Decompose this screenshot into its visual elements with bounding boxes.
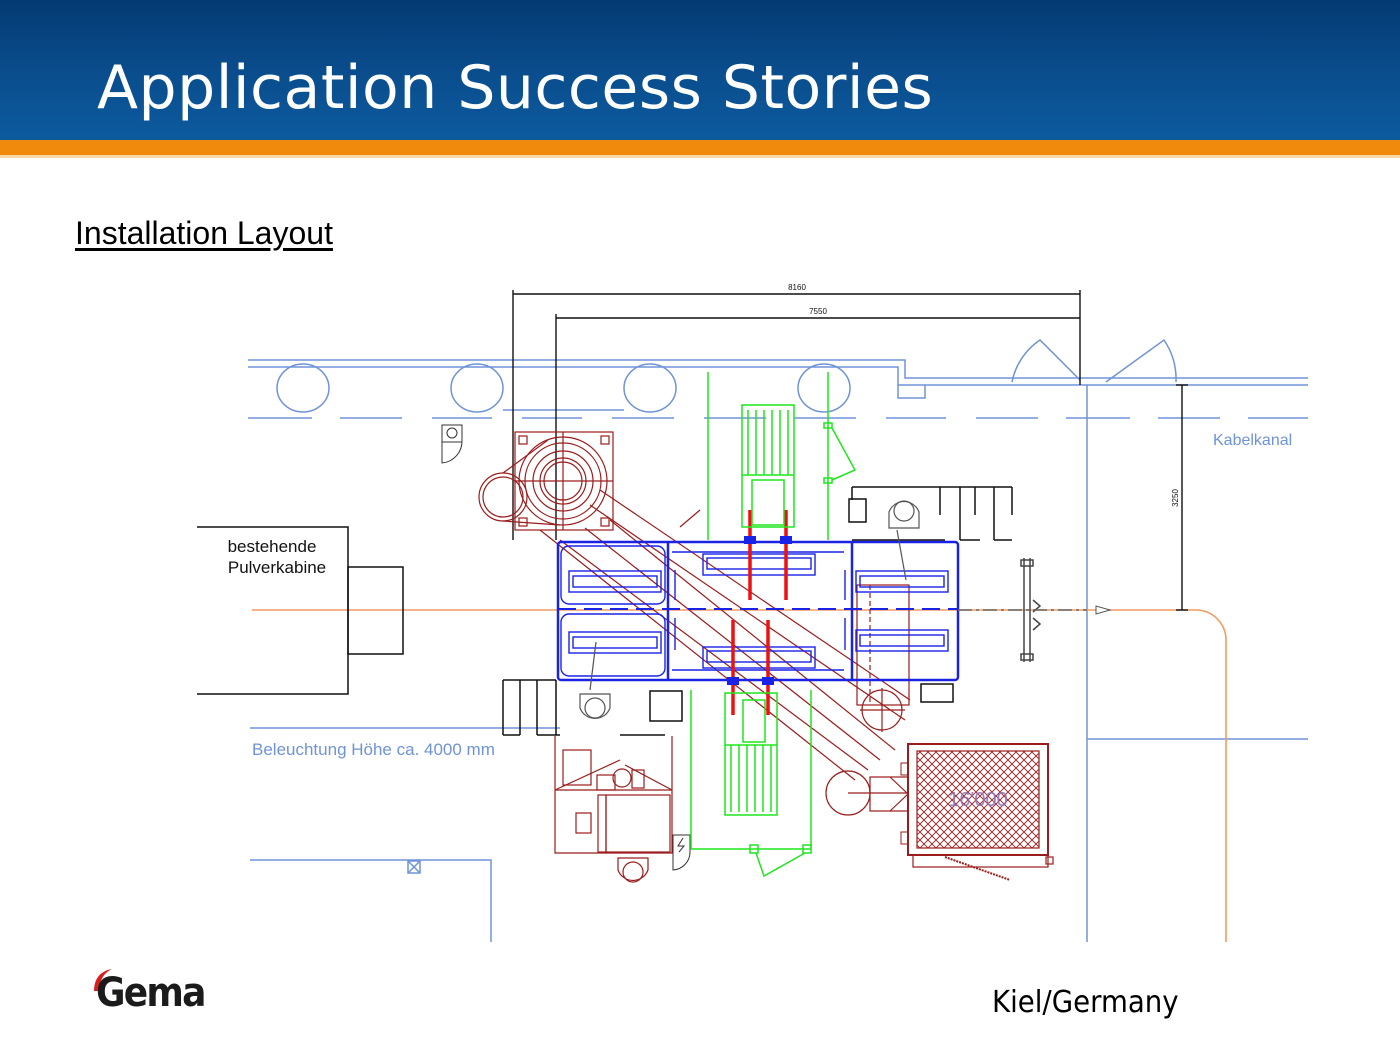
column xyxy=(276,363,330,413)
logo-text: Gema xyxy=(96,970,206,1016)
operator-figures xyxy=(579,500,920,883)
dimension-lines xyxy=(512,290,1188,611)
lightning-icon xyxy=(672,834,691,871)
filter-capacity-label: 16'000 xyxy=(948,789,1007,811)
reciprocators xyxy=(690,372,857,878)
column xyxy=(623,363,677,413)
conveyor-end-stand xyxy=(958,558,1087,662)
sos-icon xyxy=(441,424,463,464)
location-label: Kiel/Germany xyxy=(992,985,1179,1020)
column xyxy=(450,363,504,413)
lighting-note-label: Beleuchtung Höhe ca. 4000 mm xyxy=(252,740,495,759)
column xyxy=(797,363,851,413)
control-unit xyxy=(554,736,673,854)
gema-logo: Gema xyxy=(88,965,218,1025)
building-walls xyxy=(248,338,1308,942)
existing-booth-label-1: bestehende xyxy=(228,537,317,556)
conveyor-direction-arrow xyxy=(1095,605,1112,615)
filter-unit xyxy=(900,743,1054,881)
header-banner: Application Success Stories xyxy=(0,0,1400,140)
powder-booth xyxy=(556,540,960,682)
existing-powder-booth xyxy=(197,526,404,695)
dimension-3250: 3250 xyxy=(1171,489,1180,507)
kabelkanal-label: Kabelkanal xyxy=(1213,432,1292,449)
dimension-8160: 8160 xyxy=(788,283,806,292)
section-subtitle: Installation Layout xyxy=(75,215,333,251)
operator-platforms xyxy=(502,486,1013,736)
existing-booth-label-2: Pulverkabine xyxy=(228,558,326,577)
spray-guns xyxy=(731,510,788,715)
header-accent-bar xyxy=(0,140,1400,155)
header-accent-shadow xyxy=(0,155,1400,158)
dimension-7550: 7550 xyxy=(809,307,827,316)
page-title: Application Success Stories xyxy=(97,53,934,123)
gun-mounts xyxy=(727,536,792,685)
cyclone-unit xyxy=(478,431,920,816)
logo-swoosh-icon xyxy=(94,969,112,991)
sieve-unit xyxy=(856,584,910,732)
